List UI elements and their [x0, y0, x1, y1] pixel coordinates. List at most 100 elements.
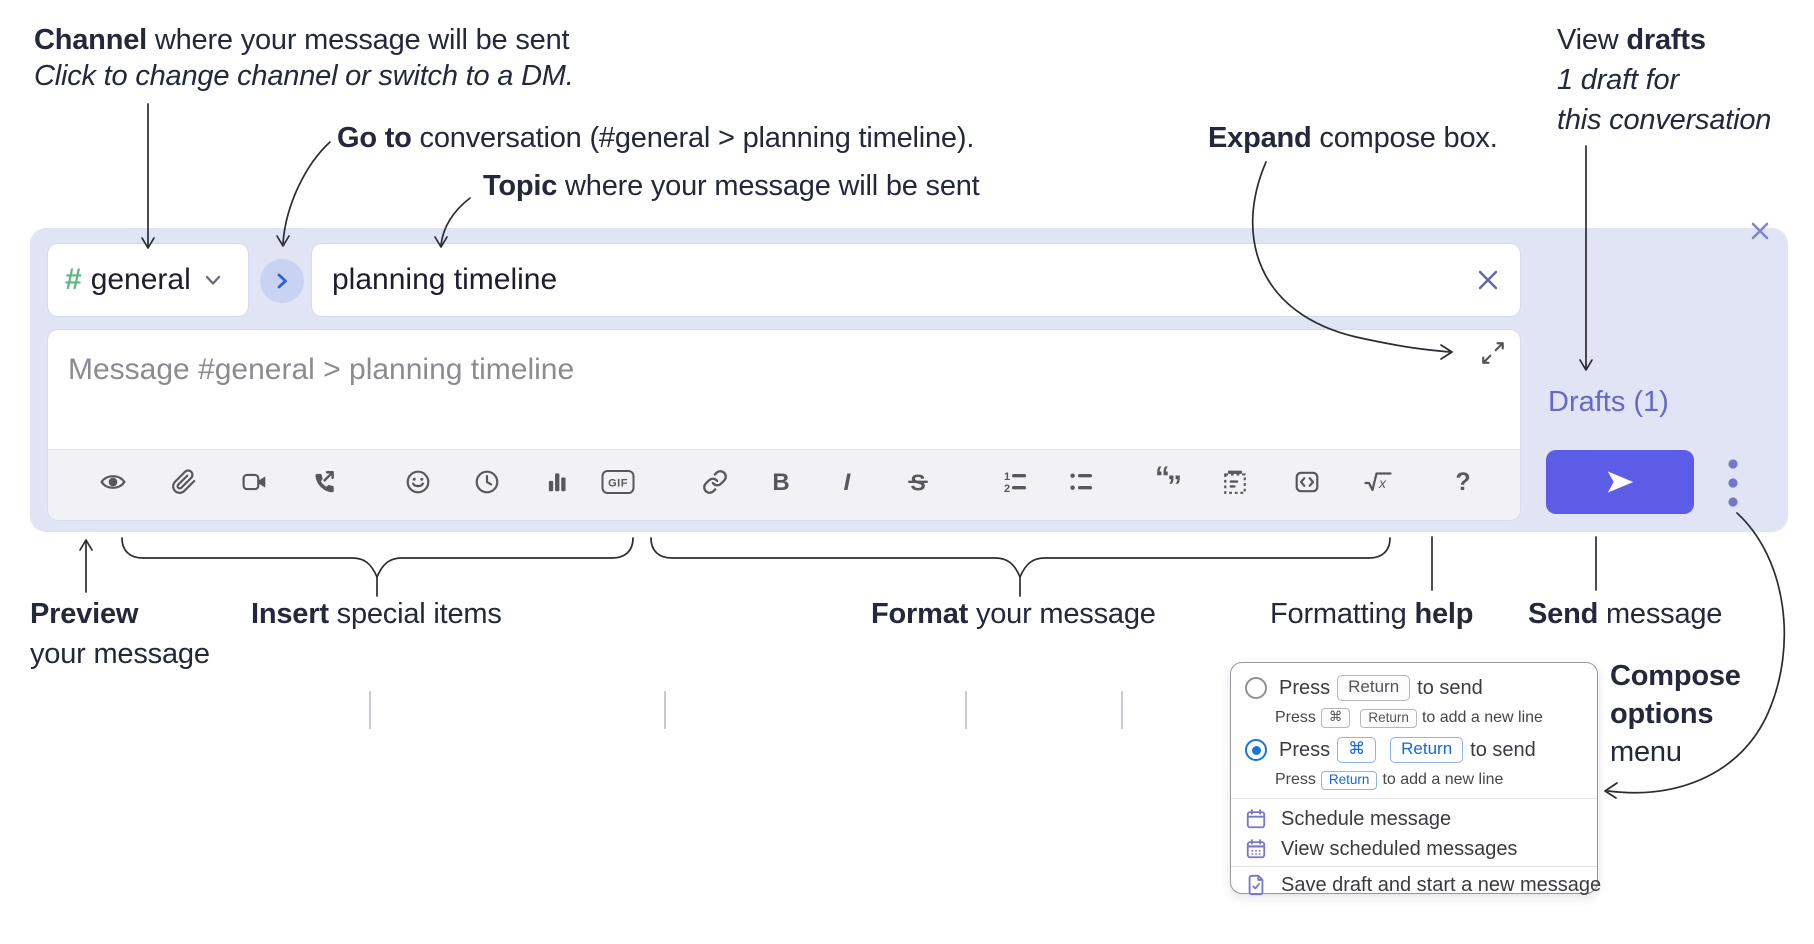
- recent-icon[interactable]: [474, 469, 500, 495]
- popup-option1-press: Press: [1279, 676, 1331, 699]
- close-icon[interactable]: [1745, 216, 1775, 246]
- goto-conversation-button[interactable]: [260, 259, 304, 303]
- menu-item-schedule-message[interactable]: Schedule message: [1245, 804, 1451, 834]
- menu-item-save-draft[interactable]: Save draft and start a new message: [1245, 871, 1601, 899]
- return-key-chip: Return: [1390, 737, 1464, 763]
- video-icon[interactable]: [242, 469, 268, 495]
- annotation-goto-rest: conversation (#general > planning timeli…: [411, 122, 975, 154]
- kebab-menu-icon: [1728, 459, 1738, 507]
- poll-icon[interactable]: [544, 469, 570, 495]
- annotation-preview: Preview: [30, 596, 138, 632]
- preview-icon[interactable]: [100, 469, 126, 495]
- annotation-format-bold: Format: [871, 598, 969, 630]
- popup-option2-sub-tail: to add a new line: [1382, 771, 1504, 788]
- gif-icon[interactable]: GIF: [601, 469, 635, 495]
- bulleted-list-icon[interactable]: [1068, 469, 1094, 495]
- popup-option-cmd-return-to-send[interactable]: Press ⌘ Return to send: [1245, 735, 1536, 765]
- inline-code-icon[interactable]: [1294, 469, 1320, 495]
- link-icon[interactable]: [702, 469, 728, 495]
- annotation-insert: Insert special items: [251, 596, 502, 632]
- annotation-send-rest: message: [1598, 598, 1723, 630]
- popup-option1-sub-press: Press: [1275, 709, 1316, 726]
- annotation-compose-options-line2: options: [1610, 696, 1714, 732]
- topic-field: [312, 244, 1520, 316]
- attach-icon[interactable]: [171, 469, 197, 495]
- strikethrough-icon[interactable]: S: [905, 469, 931, 495]
- popup-option2-sub-press: Press: [1275, 771, 1316, 788]
- annotation-goto-bold: Go to: [337, 122, 412, 154]
- annotation-send-bold: Send: [1528, 598, 1599, 630]
- annotation-expand: Expand compose box.: [1208, 120, 1498, 156]
- message-input[interactable]: [48, 330, 1520, 410]
- annotation-compose-options-bold2: options: [1610, 698, 1714, 730]
- compose-options-button[interactable]: [1726, 456, 1740, 512]
- send-button[interactable]: [1546, 450, 1694, 514]
- svg-text:?: ?: [1455, 469, 1470, 495]
- annotation-view-drafts-pre: View: [1557, 24, 1627, 56]
- annotation-compose-options-bold1: Compose: [1610, 660, 1741, 692]
- svg-text:2: 2: [1004, 483, 1010, 495]
- channel-hash-icon: #: [65, 263, 82, 296]
- annotation-topic-bold: Topic: [483, 170, 558, 202]
- radio-selected-icon[interactable]: [1245, 739, 1267, 761]
- menu-item-view-scheduled[interactable]: View scheduled messages: [1245, 834, 1517, 864]
- annotation-channel-bold: Channel: [34, 24, 147, 56]
- popup-option2-press: Press: [1279, 738, 1331, 761]
- menu-item-label: Save draft and start a new message: [1281, 873, 1602, 896]
- popup-option1-sub-tail: to add a new line: [1421, 709, 1543, 726]
- menu-item-label: Schedule message: [1281, 807, 1452, 830]
- bold-icon[interactable]: B: [768, 469, 794, 495]
- annotation-channel-rest: where your message will be sent: [147, 24, 570, 56]
- annotation-topic: Topic where your message will be sent: [483, 168, 980, 204]
- formatting-toolbar: [48, 449, 1520, 520]
- blockquote-icon[interactable]: “”: [1155, 461, 1182, 503]
- document-check-icon: [1248, 874, 1264, 896]
- call-icon[interactable]: [311, 469, 337, 495]
- annotation-goto: Go to conversation (#general > planning …: [337, 120, 974, 156]
- annotation-insert-rest: special items: [328, 598, 502, 630]
- send-plane-icon: [1607, 471, 1634, 493]
- formula-icon[interactable]: x: [1363, 469, 1393, 495]
- return-key-chip: Return: [1337, 675, 1411, 701]
- format-brace: [650, 537, 1391, 578]
- annotation-preview-bold: Preview: [30, 598, 139, 630]
- popup-divider: [1231, 866, 1597, 867]
- menu-item-label: View scheduled messages: [1281, 837, 1518, 860]
- insert-brace: [121, 537, 634, 578]
- annotation-format-rest: your message: [968, 598, 1156, 630]
- svg-text:B: B: [772, 469, 789, 495]
- topic-input[interactable]: [312, 244, 1520, 316]
- cmd-key-chip: ⌘: [1337, 737, 1377, 763]
- formatting-help-icon[interactable]: ?: [1450, 469, 1476, 495]
- popup-option1-subtext: Press ⌘ Return to add a new line: [1275, 707, 1543, 729]
- compose-options-arrowhead: [1604, 782, 1618, 799]
- code-block-icon[interactable]: [1222, 469, 1248, 495]
- svg-text:“: “: [1155, 461, 1170, 494]
- preview-arrowhead: [79, 539, 93, 551]
- italic-icon[interactable]: I: [834, 469, 860, 495]
- popup-option2-tail: to send: [1470, 738, 1536, 761]
- annotation-formatting-help-pre: Formatting: [1270, 598, 1415, 630]
- expand-compose-icon[interactable]: [1480, 340, 1506, 366]
- channel-selector[interactable]: # general: [48, 244, 248, 316]
- drafts-link[interactable]: Drafts (1): [1548, 386, 1669, 418]
- compose-panel: # general: [30, 222, 1788, 729]
- annotation-compose-options-line3: menu: [1610, 736, 1682, 768]
- annotation-channel-sub: Click to change channel or switch to a D…: [34, 60, 574, 92]
- toolbar-divider: [369, 691, 371, 729]
- emoji-icon[interactable]: [405, 469, 431, 495]
- popup-divider: [1231, 798, 1597, 799]
- svg-text:I: I: [844, 469, 852, 495]
- toolbar-divider: [965, 691, 967, 729]
- chevron-down-icon: [205, 275, 220, 285]
- radio-unselected-icon[interactable]: [1245, 677, 1267, 699]
- toolbar-divider: [1121, 691, 1123, 729]
- svg-text:x: x: [1378, 475, 1387, 491]
- clear-topic-icon[interactable]: [1474, 266, 1502, 294]
- popup-option-return-to-send[interactable]: Press Return to send: [1245, 673, 1483, 703]
- popup-option2-subtext: Press Return to add a new line: [1275, 769, 1503, 791]
- annotation-formatting-help-bold: help: [1414, 598, 1474, 630]
- channel-name: general: [90, 263, 191, 296]
